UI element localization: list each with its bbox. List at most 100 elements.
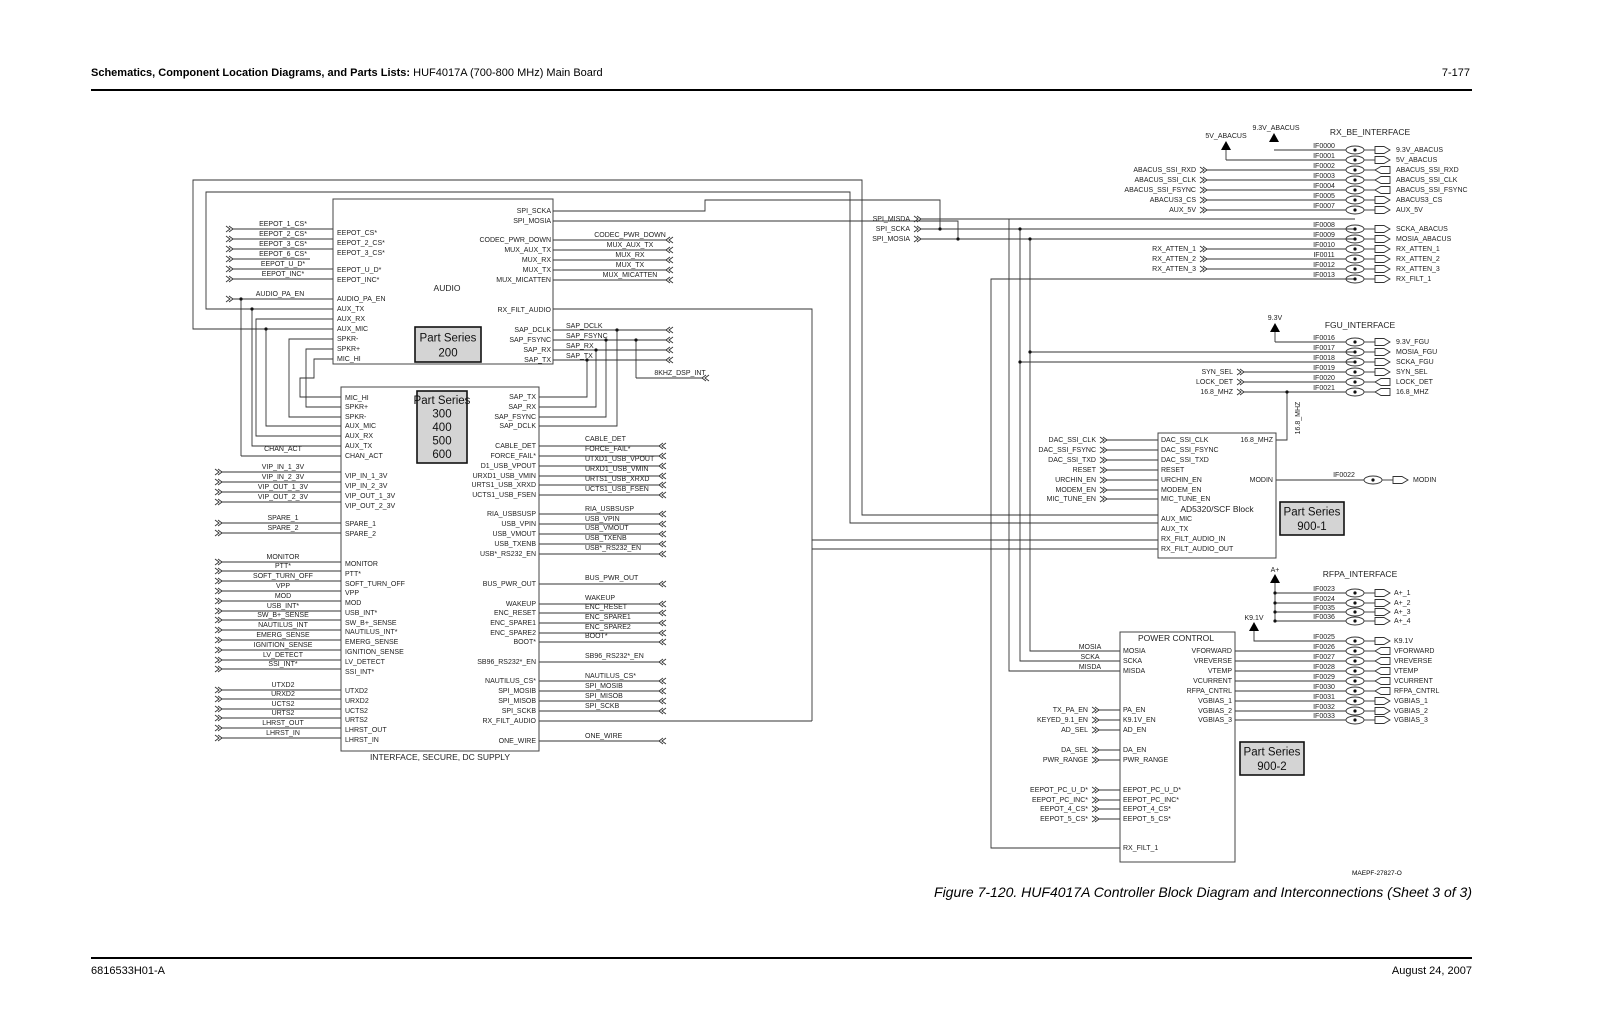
rfpa-id: IF0028 (1313, 664, 1335, 671)
connector-oval-icon (1345, 686, 1365, 696)
supply-arrow-icon (1269, 133, 1279, 142)
audio-left-net: EEPOT_3_CS* (259, 241, 307, 248)
interface-left-net: VIP_IN_1_3V (262, 464, 305, 471)
interface-right-pin: SAP_DCLK (499, 423, 536, 430)
output-port-icon (1374, 589, 1391, 597)
offpage-connector-in-icon (1099, 466, 1108, 474)
rx-be-signal: ABACUS_SSI_CLK (1396, 177, 1458, 184)
audio-right-pin: SAP_TX (524, 357, 551, 364)
rfpa-signal: VGBIAS_3 (1394, 717, 1428, 724)
offpage-connector-out-icon (658, 550, 667, 558)
interface-left-pin: MIC_HI (345, 395, 369, 402)
offpage-connector-in-icon (1091, 716, 1100, 724)
header-title-bold: Schematics, Component Location Diagrams,… (91, 67, 411, 79)
rx-be-signal: RX_ATTEN_1 (1396, 246, 1440, 253)
interface-left-pin: PTT* (345, 571, 361, 578)
rfpa-title: RFPA_INTERFACE (1323, 569, 1398, 579)
interface-right-net: RIA_USBSUSP (585, 506, 634, 513)
rx-be-id: IF0011 (1313, 252, 1334, 259)
junction-dot (1371, 478, 1375, 482)
rfpa-id: IF0036 (1313, 614, 1335, 621)
junction-dot (1353, 649, 1357, 653)
offpage-connector-out-icon (658, 530, 667, 538)
pc-left-net: EEPOT_PC_U_D* (1030, 787, 1088, 794)
junction-dot (1353, 168, 1357, 172)
ad5320-left-net: DAC_SSI_CLK (1049, 437, 1097, 444)
rx-be-left-net: AUX_5V (1169, 207, 1196, 214)
offpage-connector-out-icon (658, 452, 667, 460)
offpage-connector-in-icon (214, 724, 223, 732)
audio-right-pin: SAP_FSYNC (509, 337, 551, 344)
interface-right-pin: SPI_MOSIB (498, 688, 536, 695)
offpage-connector-in-icon (225, 235, 234, 243)
offpage-connector-in-icon (1199, 206, 1208, 214)
offpage-connector-in-icon (214, 616, 223, 624)
part-series-text: 300 (432, 408, 451, 420)
offpage-connector-in-icon (1199, 166, 1208, 174)
aux-mic-link (265, 329, 341, 427)
interface-right-pin: CABLE_DET (495, 443, 537, 450)
connector-oval-icon (1345, 616, 1365, 626)
offpage-connector-in-icon (1199, 196, 1208, 204)
part-series-text: Part Series (1244, 747, 1301, 759)
output-port-icon (1374, 338, 1391, 346)
rfpa-signal: VCURRENT (1394, 678, 1434, 685)
rx-be-id: IF0013 (1313, 272, 1335, 279)
rx-be-id: IF0001 (1313, 153, 1335, 160)
pc-left-pin: MISDA (1123, 668, 1146, 675)
interface-left-pin: SOFT_TURN_OFF (345, 581, 405, 588)
fgu-signal: MOSIA_FGU (1396, 349, 1437, 356)
rx-be-id: IF0004 (1313, 183, 1335, 190)
interface-left-net: UCTS2 (272, 701, 295, 708)
interface-left-pin: VIP_OUT_1_3V (345, 493, 396, 500)
junction-dot (1273, 601, 1277, 605)
fgu-left-net: SYN_SEL (1201, 369, 1233, 376)
marks (214, 133, 1409, 863)
pc-spi-net: MISDA (1079, 664, 1102, 671)
audio-left-net: EEPOT_U_D* (261, 261, 306, 268)
offpage-connector-in-icon (1091, 796, 1100, 804)
header-title-rest: HUF4017A (700-800 MHz) Main Board (413, 67, 603, 79)
rx-filt-1-wire (990, 278, 1355, 849)
interface-left-net: SSI_INT* (268, 661, 297, 668)
sap-net: SAP_RX (566, 343, 594, 350)
offpage-connector-in-icon (214, 607, 223, 615)
part-series-text: 900-2 (1257, 761, 1286, 773)
offpage-connector-out-icon (658, 697, 667, 705)
interface-left-pin: SPARE_1 (345, 521, 376, 528)
interface-left-net: SPARE_1 (268, 515, 299, 522)
mic-hi-link (299, 358, 341, 398)
connector-oval-icon (1345, 175, 1365, 185)
offpage-connector-in-icon (214, 597, 223, 605)
offpage-connector-in-icon (1199, 176, 1208, 184)
modin-id: IF0022 (1333, 472, 1355, 479)
pc-right-pin: VFORWARD (1192, 648, 1232, 655)
interface-left-net: URXD2 (271, 691, 295, 698)
offpage-connector-in-icon (913, 235, 922, 243)
interface-right-pin: SAP_FSYNC (494, 414, 536, 421)
offpage-connector-in-icon (1099, 436, 1108, 444)
input-port-icon (1374, 176, 1391, 184)
interface-right-net: SPI_MISOB (585, 693, 623, 700)
junction-dot (250, 307, 254, 311)
connector-oval-icon (1345, 347, 1365, 357)
offpage-connector-in-icon (214, 478, 223, 486)
junction-dot (264, 327, 268, 331)
rfpa-signal: A+_2 (1394, 600, 1411, 607)
connector-oval-icon (1345, 224, 1365, 234)
offpage-connector-in-icon (214, 686, 223, 694)
rfpa-id: IF0031 (1313, 694, 1335, 701)
rfpa-signal: VFORWARD (1394, 648, 1434, 655)
interface-right-pin: NAUTILUS_CS* (485, 678, 536, 685)
interface-right-net: USB_TXENB (585, 535, 627, 542)
page-header: Schematics, Component Location Diagrams,… (91, 67, 603, 79)
ad5320-left-pin: AUX_MIC (1161, 516, 1192, 523)
connector-oval-icon (1363, 475, 1383, 485)
fgu-id: IF0017 (1313, 345, 1335, 352)
interface-right-pin: FORCE_FAIL* (490, 453, 536, 460)
offpage-connector-in-icon (1099, 495, 1108, 503)
offpage-connector-out-icon (658, 737, 667, 745)
interface-left-net: SOFT_TURN_OFF (253, 573, 313, 580)
supply-arrow-icon (1249, 622, 1259, 631)
